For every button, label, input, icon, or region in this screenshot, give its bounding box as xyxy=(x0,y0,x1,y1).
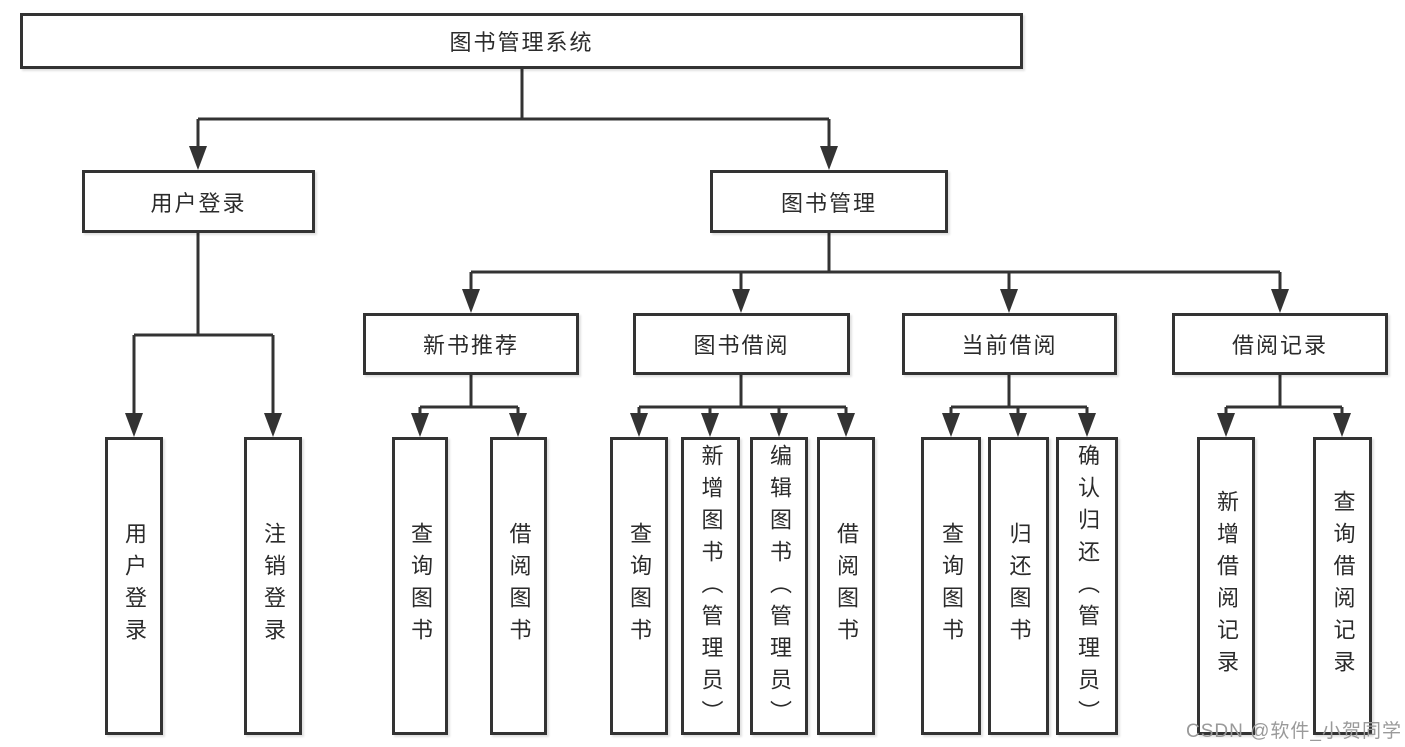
leaf-user-login: 用户登录 xyxy=(105,437,163,735)
leaf-records-add-borrow-record: 新增借阅记录 xyxy=(1197,437,1255,735)
leaf-logout: 注销登录 xyxy=(244,437,302,735)
node-book-management: 图书管理 xyxy=(710,170,948,233)
csdn-watermark: CSDN @软件_小贺同学 xyxy=(1186,721,1402,742)
leaf-borrowing-edit-books-admin: 编辑图书（管理员） xyxy=(750,437,808,735)
node-library-management-system: 图书管理系统 xyxy=(20,13,1023,69)
arrow-down-icon xyxy=(1271,289,1289,313)
arrow-down-icon xyxy=(701,413,719,437)
arrow-down-icon xyxy=(1000,289,1018,313)
node-borrowing-records: 借阅记录 xyxy=(1172,313,1388,375)
arrow-down-icon xyxy=(125,413,143,437)
arrow-down-icon xyxy=(1217,413,1235,437)
node-current-borrowing: 当前借阅 xyxy=(902,313,1117,375)
arrow-down-icon xyxy=(837,413,855,437)
leaf-borrowing-borrow-books: 借阅图书 xyxy=(817,437,875,735)
arrow-down-icon xyxy=(1333,413,1351,437)
node-new-book-recommendation: 新书推荐 xyxy=(363,313,579,375)
arrow-down-icon xyxy=(942,413,960,437)
arrow-down-icon xyxy=(189,146,207,170)
leaf-newbook-query-books: 查询图书 xyxy=(392,437,448,735)
arrow-down-icon xyxy=(1078,413,1096,437)
arrow-down-icon xyxy=(732,289,750,313)
arrow-down-icon xyxy=(509,413,527,437)
leaf-current-query-books: 查询图书 xyxy=(921,437,981,735)
arrow-down-icon xyxy=(264,413,282,437)
leaf-records-query-borrow-record: 查询借阅记录 xyxy=(1313,437,1372,735)
arrow-down-icon xyxy=(411,413,429,437)
arrow-down-icon xyxy=(1009,413,1027,437)
leaf-newbook-borrow-books: 借阅图书 xyxy=(490,437,547,735)
arrow-down-icon xyxy=(462,289,480,313)
leaf-current-confirm-return-admin: 确认归还（管理员） xyxy=(1056,437,1118,735)
leaf-borrowing-add-books-admin: 新增图书（管理员） xyxy=(681,437,740,735)
node-user-login: 用户登录 xyxy=(82,170,315,233)
leaf-borrowing-query-books: 查询图书 xyxy=(610,437,668,735)
arrow-down-icon xyxy=(770,413,788,437)
arrow-down-icon xyxy=(630,413,648,437)
arrow-down-icon xyxy=(820,146,838,170)
leaf-current-return-books: 归还图书 xyxy=(988,437,1049,735)
node-book-borrowing: 图书借阅 xyxy=(633,313,850,375)
